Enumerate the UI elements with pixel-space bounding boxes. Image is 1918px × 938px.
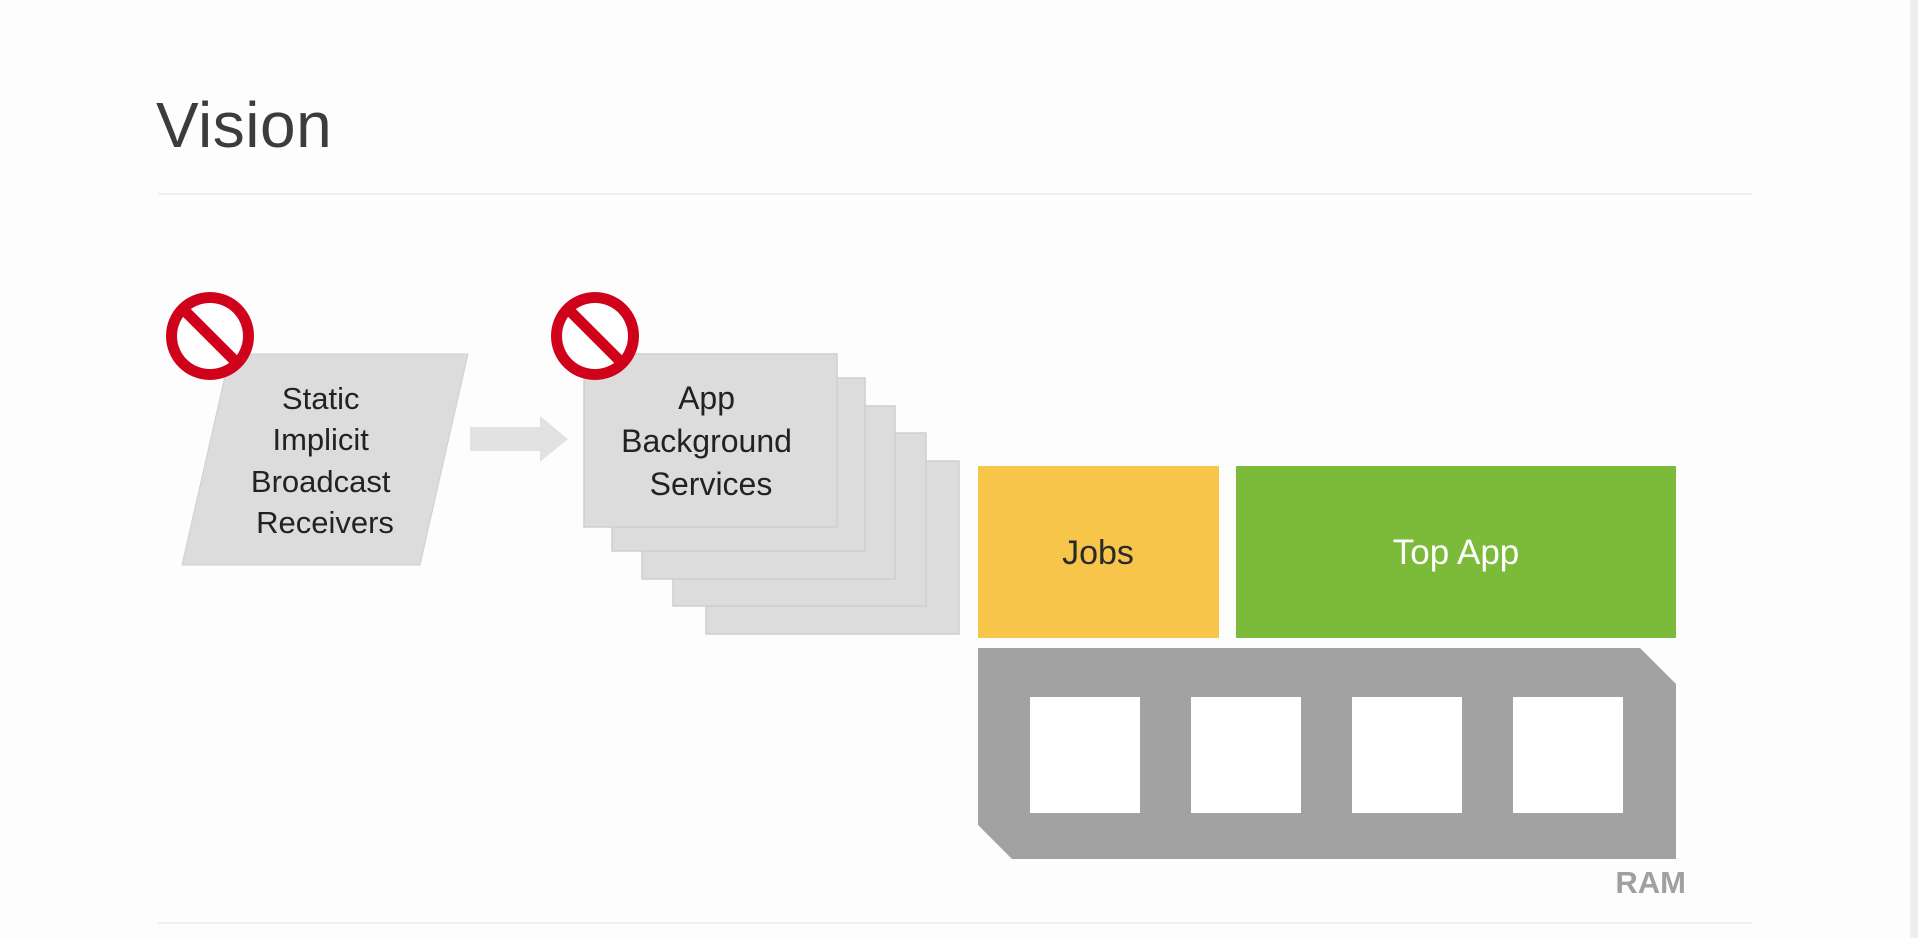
top-app-label: Top App	[1393, 533, 1520, 572]
no-entry-icon	[166, 292, 254, 380]
receivers-line-2: Implicit	[272, 422, 369, 457]
jobs-label: Jobs	[1062, 534, 1134, 572]
no-entry-icon	[551, 292, 639, 380]
broadcast-receivers-shape	[181, 353, 469, 566]
jobs-block: Jobs	[978, 466, 1219, 638]
services-line-2: Background	[621, 423, 792, 459]
right-arrow-icon	[470, 416, 568, 462]
title-divider	[158, 193, 1752, 195]
svg-text:App Background: App Background Services	[621, 380, 801, 502]
top-app-block: Top App	[1236, 466, 1676, 638]
ram-slot-1	[1030, 697, 1140, 813]
services-line-1: App	[678, 380, 735, 416]
receivers-line-3: Broadcast	[251, 464, 391, 499]
ram-slot-3	[1352, 697, 1462, 813]
receivers-line-1: Static	[282, 381, 360, 416]
ram-slot-4	[1513, 697, 1623, 813]
ram-slot-2	[1191, 697, 1301, 813]
service-card-1	[583, 353, 838, 528]
background-services-node: App Background Services	[583, 353, 960, 635]
ram-label: RAM	[1615, 865, 1686, 900]
right-edge	[1910, 0, 1918, 938]
footer-divider	[158, 922, 1752, 924]
slide-title: Vision	[156, 89, 333, 161]
ram-chip	[978, 648, 1676, 859]
services-line-3: Services	[650, 466, 773, 502]
receivers-line-4: Receivers	[256, 505, 394, 540]
broadcast-receivers-node: Static Implicit Broadcast Receivers	[181, 353, 469, 566]
svg-text:Static Implicit: Static Implicit Broadcast Receivers	[251, 381, 399, 540]
ram-block: RAM	[978, 648, 1686, 900]
